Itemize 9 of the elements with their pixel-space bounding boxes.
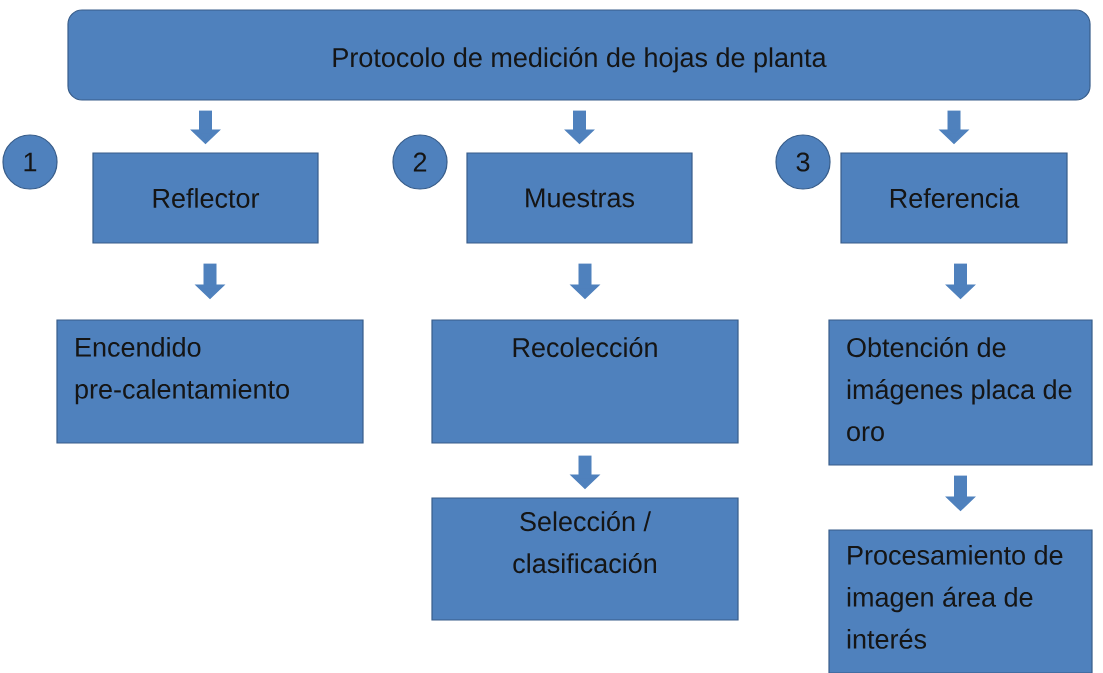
process-box: Encendido pre-calentamiento bbox=[56, 319, 364, 444]
process-box: Reflector bbox=[92, 152, 319, 244]
process-box: Selección / clasificación bbox=[431, 497, 739, 621]
process-box: Referencia bbox=[840, 152, 1068, 244]
process-box: Muestras bbox=[466, 152, 693, 244]
title-banner: Protocolo de medición de hojas de planta bbox=[67, 9, 1091, 101]
process-box: Recolección bbox=[431, 319, 739, 444]
process-box: Obtención de imágenes placa de oro bbox=[828, 319, 1093, 466]
process-box: Procesamiento de imagen área de interés bbox=[828, 529, 1093, 673]
